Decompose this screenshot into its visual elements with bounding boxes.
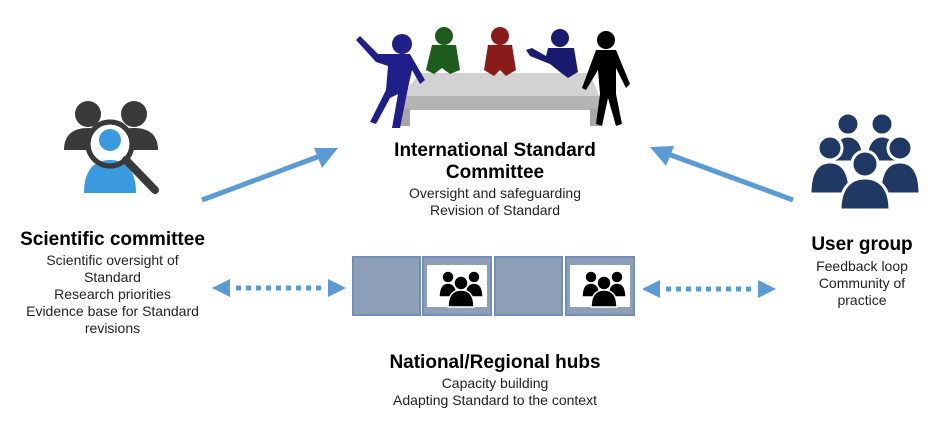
user-group-description: Feedback loop Community of practice: [780, 258, 944, 309]
hub-icon-panel: [570, 265, 630, 308]
person-blue-icon: [356, 34, 425, 128]
hub-box-4: [565, 256, 635, 316]
scientific-committee-line: Evidence base for Standard: [26, 303, 199, 319]
meeting-table-people-icon: [356, 27, 630, 128]
table-top: [400, 73, 600, 98]
arrow-scientific-to-international: [201, 148, 338, 203]
international-committee-line: Oversight and safeguarding: [409, 185, 581, 201]
user-group-line: practice: [837, 292, 887, 308]
international-committee-title: International Standard Committee: [340, 140, 650, 184]
international-committee-description: Oversight and safeguarding Revision of S…: [340, 185, 650, 219]
person-green-icon: [426, 27, 460, 74]
group-people-icon: [581, 270, 627, 308]
hubs-line: Capacity building: [441, 375, 549, 391]
person-red-icon: [484, 27, 516, 76]
person-black-icon: [582, 31, 630, 126]
scientific-committee-title: Scientific committee: [20, 229, 205, 250]
group-people-icon: [808, 111, 922, 212]
hubs-description: Capacity building Adapting Standard to t…: [340, 375, 650, 409]
scientific-committee-line: Standard: [84, 269, 141, 285]
people-magnifier-icon: [64, 101, 159, 194]
double-arrow-hubs-usergroup: [642, 280, 776, 298]
hub-box-2: [422, 256, 492, 316]
hubs-title: National/Regional hubs: [389, 352, 601, 373]
international-committee-title-line2: Committee: [445, 162, 545, 183]
scientific-committee-line: Scientific oversight of: [46, 252, 179, 268]
user-group-title: User group: [811, 234, 913, 255]
arrow-usergroup-to-international: [650, 146, 794, 203]
international-committee-line: Revision of Standard: [430, 202, 560, 218]
table-leg-left: [400, 108, 410, 126]
group-people-icon: [438, 270, 484, 308]
scientific-committee-line: Research priorities: [54, 286, 171, 302]
table-front: [400, 96, 600, 110]
scientific-committee-line: revisions: [84, 320, 141, 336]
table-leg-right: [590, 108, 600, 126]
person-navy-icon: [526, 29, 578, 78]
hubs-line: Adapting Standard to the context: [393, 392, 597, 408]
user-group-line: Feedback loop: [816, 258, 908, 274]
hub-box-3: [494, 256, 563, 316]
scientific-committee-description: Scientific oversight of Standard Researc…: [0, 252, 225, 337]
hub-icon-panel: [427, 265, 487, 308]
international-committee-title-line1: International Standard: [394, 140, 596, 161]
double-arrow-scientific-hubs: [212, 279, 346, 297]
hub-box-1: [352, 256, 421, 316]
user-group-line: Community of: [818, 275, 906, 291]
